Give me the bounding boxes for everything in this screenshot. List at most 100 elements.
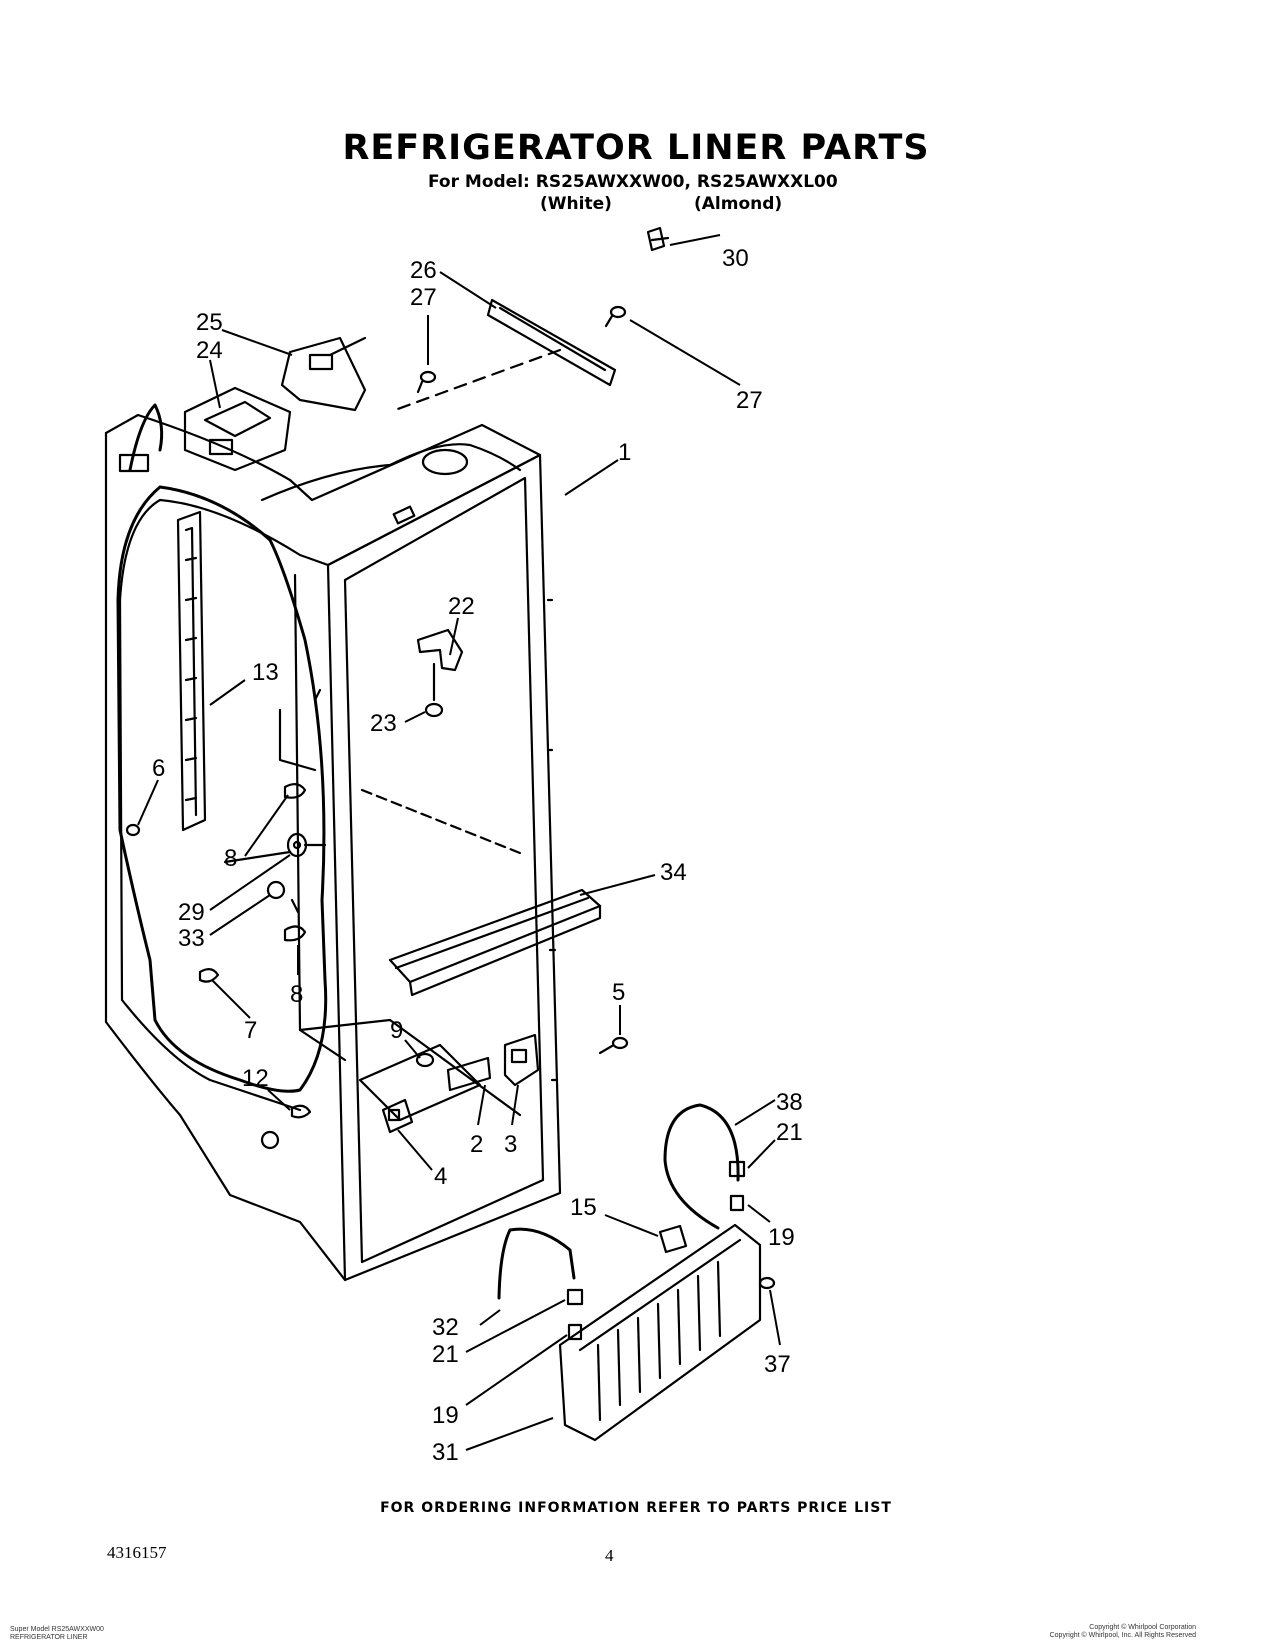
leader-3 <box>511 1084 519 1126</box>
leader-23 <box>404 711 426 723</box>
part-32-tube <box>497 1227 576 1300</box>
part-8-lower-clip <box>283 925 307 942</box>
floor-channel <box>358 1043 482 1122</box>
leader-19a <box>747 1204 771 1223</box>
model-line: For Model: RS25AWXXW00, RS25AWXXL00 <box>428 172 838 192</box>
leader-6 <box>137 779 159 826</box>
part-3-bracket <box>503 1033 540 1087</box>
color-white-label: (White) <box>540 194 612 214</box>
callout-4: 4 <box>434 1163 447 1190</box>
callout-27b: 27 <box>736 387 763 414</box>
part-15-valve <box>658 1224 688 1254</box>
left-side-inner <box>118 498 302 1112</box>
part-22-bracket <box>416 628 464 672</box>
leader-21a <box>747 1139 776 1169</box>
leader-15 <box>604 1214 659 1237</box>
top-contour <box>260 443 522 502</box>
floor-hole <box>260 1130 280 1150</box>
leader-4 <box>397 1129 433 1171</box>
part-7-clip <box>198 968 220 983</box>
part-9-screw <box>415 1052 435 1068</box>
part-21-nut-upper <box>728 1160 746 1178</box>
callout-21a: 21 <box>776 1119 803 1146</box>
part-4-block <box>381 1098 414 1134</box>
document-number: 4316157 <box>107 1543 167 1562</box>
callout-19b: 19 <box>432 1402 459 1429</box>
part-19-ferrule-upper <box>729 1194 745 1212</box>
part-31-drain-trough <box>558 1223 762 1442</box>
callout-33: 33 <box>178 925 205 952</box>
part-27-screw-left <box>416 370 437 394</box>
part-19-ferrule-lower <box>567 1323 583 1341</box>
interior-shelf-line <box>360 788 527 857</box>
front-frame-inner <box>343 476 545 1264</box>
part-34-shelf-support <box>388 888 602 997</box>
callout-7: 7 <box>244 1017 257 1044</box>
callout-21b: 21 <box>432 1341 459 1368</box>
liner-cabinet <box>104 413 562 1282</box>
leader-25 <box>221 329 293 356</box>
callout-25: 25 <box>196 309 223 336</box>
part-38-tube <box>663 1103 740 1230</box>
page-title: REFRIGERATOR LINER PARTS <box>342 128 930 168</box>
leader-8a <box>244 794 289 857</box>
callout-1: 1 <box>618 439 631 466</box>
part-37-fastener <box>758 1276 776 1290</box>
leader-21b <box>465 1299 566 1353</box>
part-13-rail <box>176 510 207 832</box>
leader-29 <box>209 854 291 911</box>
tiny-left-line-1: Super Model RS25AWXXW00 <box>10 1626 104 1633</box>
callout-12: 12 <box>242 1065 269 1092</box>
tiny-copyright: Copyright © Whirlpool Corporation Copyri… <box>1000 1624 1196 1640</box>
leader-33 <box>209 894 271 936</box>
callout-8b: 8 <box>290 981 303 1008</box>
top-slot <box>392 505 416 525</box>
callout-19a: 19 <box>768 1224 795 1251</box>
part-21-nut-lower <box>566 1288 584 1306</box>
callout-13: 13 <box>252 659 279 686</box>
page-number: 4 <box>605 1546 614 1565</box>
part-23-screw <box>424 702 444 718</box>
callout-26: 26 <box>410 257 437 284</box>
callout-15: 15 <box>570 1194 597 1221</box>
callout-29: 29 <box>178 899 205 926</box>
leader-22 <box>449 617 459 656</box>
callout-34: 34 <box>660 859 687 886</box>
dashed-leader-26 <box>393 348 562 412</box>
part-24-control-housing <box>183 386 292 472</box>
part-5-screw <box>598 1036 629 1055</box>
leader-31 <box>465 1417 554 1451</box>
leader-1 <box>564 459 619 496</box>
tiny-right-line-2: Copyright © Whirlpool, Inc. All Rights R… <box>1049 1632 1196 1639</box>
callout-22: 22 <box>448 593 475 620</box>
leader-26 <box>439 271 497 309</box>
part-25-bracket <box>280 336 367 412</box>
liner-top <box>104 413 542 567</box>
callout-27a: 27 <box>410 284 437 311</box>
callout-5: 5 <box>612 979 625 1006</box>
callout-37: 37 <box>764 1351 791 1378</box>
leader-12 <box>267 1089 291 1111</box>
part-33-knob <box>266 880 286 900</box>
leader-37 <box>769 1289 781 1346</box>
part-2-plate <box>446 1056 492 1092</box>
callout-8a: 8 <box>224 845 237 872</box>
leader-7 <box>211 979 251 1019</box>
heater-loop-wire <box>116 403 328 1093</box>
leader-2 <box>477 1084 486 1126</box>
part-27-screw-right <box>604 305 627 328</box>
leader-30 <box>669 234 721 246</box>
part-26-top-strip <box>486 298 617 387</box>
callout-31: 31 <box>432 1439 459 1466</box>
leader-13 <box>209 679 246 706</box>
callout-23: 23 <box>370 710 397 737</box>
leader-32 <box>479 1309 501 1326</box>
callout-3: 3 <box>504 1131 517 1158</box>
part-30-clip <box>646 226 670 252</box>
side-tabs <box>546 598 558 1082</box>
tiny-left-line-2: REFRIGERATOR LINER <box>10 1634 88 1641</box>
callout-30: 30 <box>722 245 749 272</box>
part-6-clip <box>125 823 141 837</box>
